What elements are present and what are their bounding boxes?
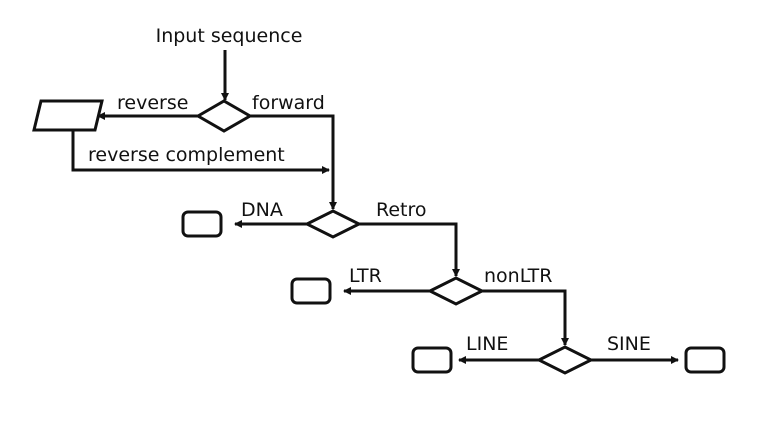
reverse-label: reverse bbox=[117, 92, 188, 114]
reverse-complement-label: reverse complement bbox=[88, 144, 285, 166]
forward-label: forward bbox=[252, 92, 325, 114]
retro-label: Retro bbox=[376, 199, 427, 221]
dna-node bbox=[181, 210, 223, 238]
decision-diamond-1 bbox=[194, 99, 254, 133]
edge-forward bbox=[250, 114, 337, 210]
ltr-node bbox=[290, 277, 332, 305]
edge-retro bbox=[359, 222, 460, 277]
nonltr-label: nonLTR bbox=[484, 265, 553, 287]
sine-label: SINE bbox=[607, 333, 651, 355]
decision-diamond-3 bbox=[426, 276, 486, 306]
decision-diamond-2 bbox=[303, 209, 363, 239]
edge-nonltr bbox=[482, 289, 569, 346]
line-node bbox=[411, 346, 453, 374]
dna-label: DNA bbox=[241, 199, 283, 221]
input-sequence-label: Input sequence bbox=[156, 25, 303, 47]
ltr-label: LTR bbox=[349, 265, 382, 287]
reverse-complement-process bbox=[32, 99, 104, 132]
decision-diamond-4 bbox=[535, 345, 595, 375]
sine-node bbox=[684, 346, 726, 374]
edge-reverse-complement bbox=[71, 130, 330, 174]
line-label: LINE bbox=[466, 333, 508, 355]
